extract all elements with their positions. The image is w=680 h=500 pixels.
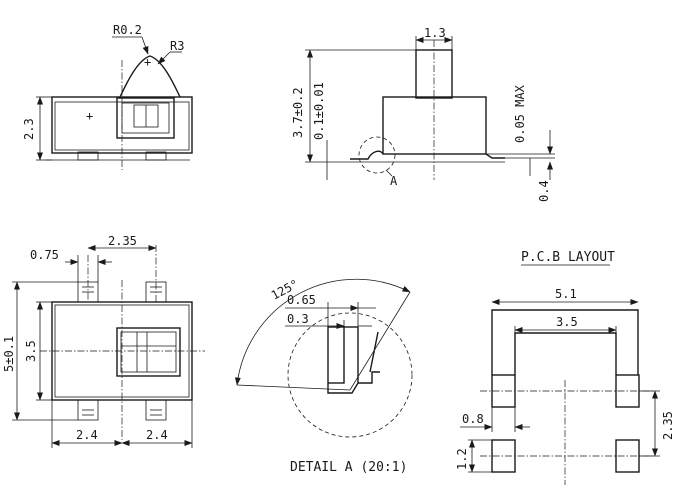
pcb-layout (460, 264, 660, 485)
detail-caption: DETAIL A (20:1) (290, 460, 407, 475)
dim-lead-thickness: 0.4 (537, 180, 551, 202)
dim-max: 0.05 MAX (513, 84, 527, 143)
dim-width-a: 0.65 (287, 293, 316, 307)
dim-pcb-outer-width: 5.1 (555, 287, 577, 301)
top-view (12, 245, 205, 448)
dim-lead-pitch: 2.35 (108, 234, 137, 248)
front-view: + + (36, 36, 193, 170)
dim-half-right: 2.4 (146, 428, 168, 442)
dim-pcb-inner-width: 3.5 (556, 315, 578, 329)
dim-outer-height: 5±0.1 (2, 336, 16, 372)
dim-total-height: 3.7±0.2 (291, 87, 305, 138)
pcb-title: P.C.B LAYOUT (521, 250, 615, 265)
dim-standoff: 0.1±0.01 (312, 82, 326, 140)
detail-callout: A (390, 174, 398, 188)
dim-inner-height: 3.5 (24, 340, 38, 362)
svg-text:+: + (144, 55, 151, 69)
dim-radius-large: R3 (170, 39, 184, 53)
dim-front-height: 2.3 (22, 118, 36, 140)
dim-pcb-pad-height: 1.2 (455, 448, 469, 470)
detail-view (234, 278, 413, 438)
side-view (305, 36, 555, 180)
dim-radius-small: R0.2 (113, 23, 142, 37)
dim-top-width: 1.3 (424, 26, 446, 40)
dim-pcb-pad-width: 0.8 (462, 412, 484, 426)
dim-lead-width: 0.75 (30, 248, 59, 262)
dim-pcb-pitch: 2.35 (661, 411, 675, 440)
dim-width-b: 0.3 (287, 312, 309, 326)
dim-half-left: 2.4 (76, 428, 98, 442)
svg-text:+: + (86, 109, 93, 123)
